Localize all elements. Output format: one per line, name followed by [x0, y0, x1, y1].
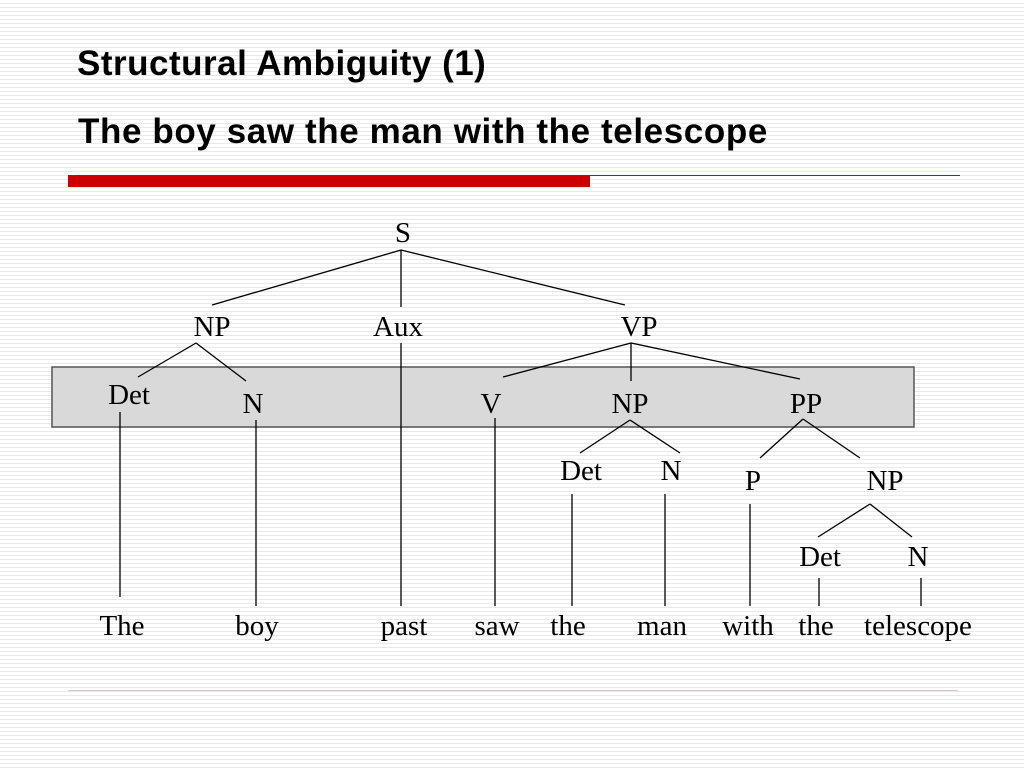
- word-boy: boy: [235, 610, 279, 642]
- node-np-subject: NP: [193, 311, 230, 343]
- footer-rule: [68, 690, 958, 691]
- edge-vp-pp: [630, 342, 801, 380]
- edge-s-vp: [400, 249, 626, 306]
- node-n-pp: N: [908, 541, 929, 573]
- edge-pp-np: [802, 418, 861, 459]
- edge-npobj-det: [579, 419, 631, 454]
- tree-edges: [119, 249, 922, 606]
- tree-nodes: S NP Aux VP Det N V NP PP Det N P NP Det…: [108, 217, 928, 573]
- word-saw: saw: [474, 610, 519, 642]
- edge-np-det: [137, 342, 197, 378]
- word-man: man: [637, 610, 687, 642]
- node-det-subject: Det: [108, 379, 150, 411]
- node-v: V: [481, 388, 502, 420]
- edge-npobj-n: [629, 419, 681, 454]
- node-det-pp: Det: [799, 541, 841, 573]
- word-the-2: the: [550, 610, 585, 642]
- slide-title: Structural Ambiguity (1): [77, 44, 487, 83]
- word-the-1: The: [99, 610, 144, 642]
- edge-nppp-det: [817, 503, 871, 538]
- word-with: with: [722, 610, 774, 642]
- node-n-object: N: [661, 455, 682, 487]
- edge-s-np: [211, 249, 402, 306]
- edge-vp-v: [502, 342, 632, 378]
- node-n-subject: N: [243, 388, 264, 420]
- edge-np-n: [195, 342, 247, 382]
- title-accent-bar: [68, 175, 590, 187]
- node-aux: Aux: [373, 311, 423, 343]
- node-s: S: [395, 217, 411, 249]
- slide-subtitle: The boy saw the man with the telescope: [78, 112, 768, 151]
- node-p: P: [745, 465, 761, 497]
- word-telescope: telescope: [864, 610, 972, 642]
- tree-words: The boy past saw the man with the telesc…: [99, 610, 971, 642]
- title-accent-line: [590, 175, 960, 176]
- node-np-pp: NP: [866, 465, 903, 497]
- edge-pp-p: [759, 418, 804, 459]
- highlight-box: [51, 366, 915, 428]
- edge-nppp-n: [869, 503, 913, 538]
- word-the-3: the: [798, 610, 833, 642]
- node-np-object: NP: [611, 388, 648, 420]
- node-vp: VP: [620, 311, 657, 343]
- node-pp: PP: [790, 388, 822, 420]
- node-det-object: Det: [560, 455, 602, 487]
- word-past: past: [381, 610, 428, 642]
